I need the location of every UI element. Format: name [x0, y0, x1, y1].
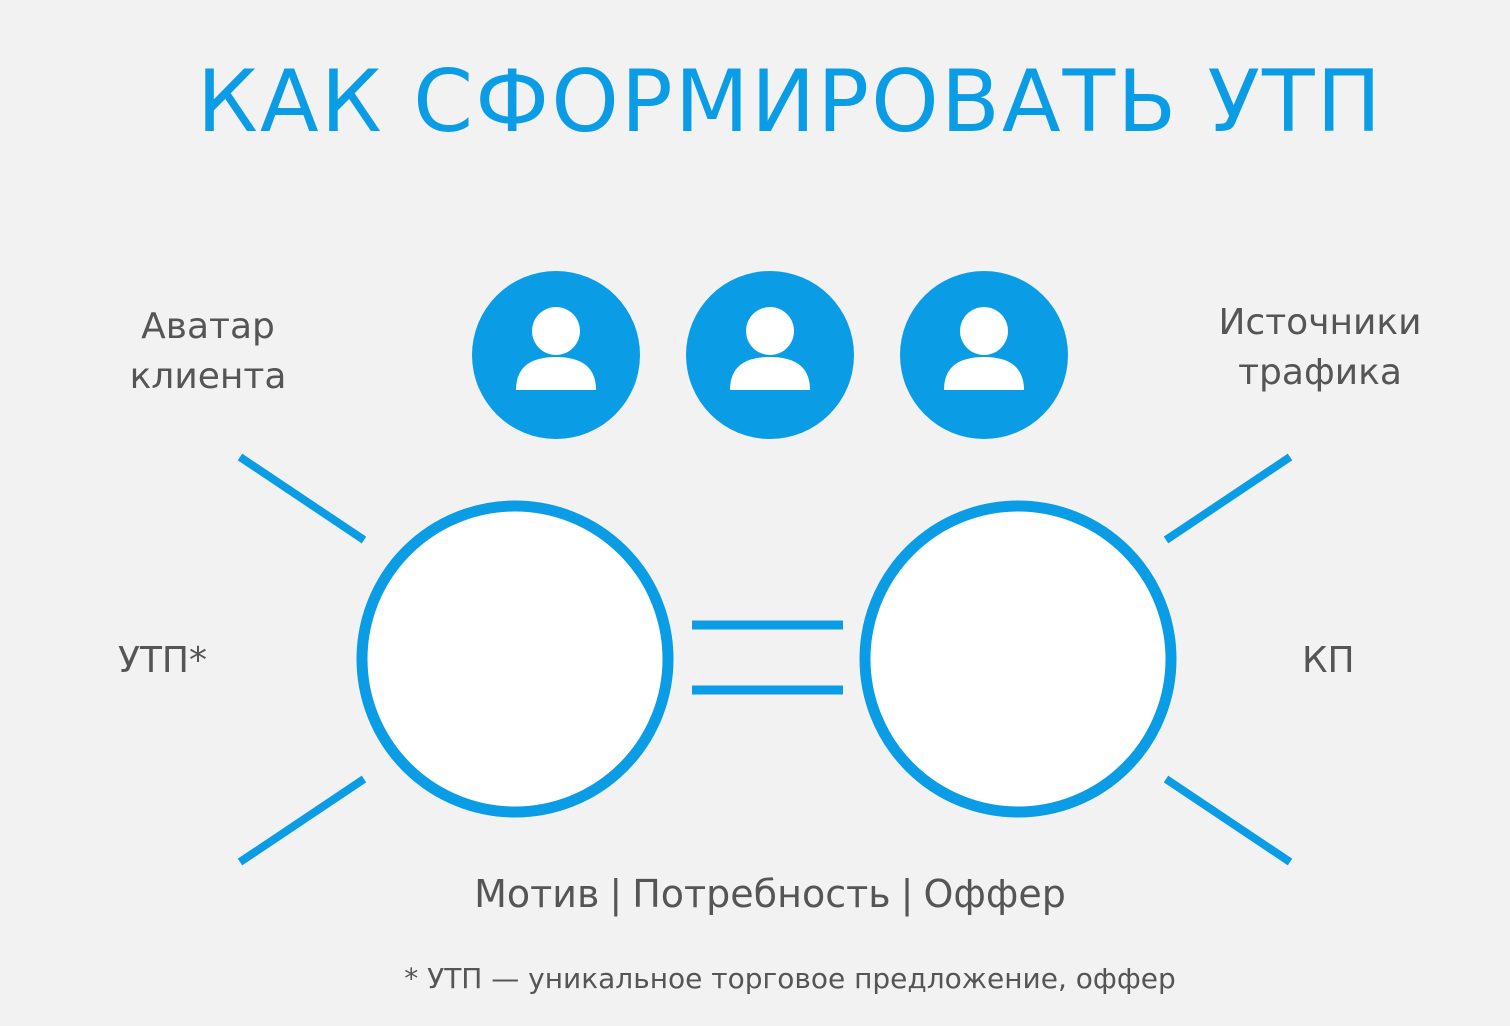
connector-line-bottom-left: [237, 775, 367, 866]
connector-line-top-left: [237, 453, 367, 544]
label-utp: УТП*: [118, 640, 207, 681]
kp-circle: [859, 500, 1177, 818]
offer-text: Оффер: [923, 872, 1066, 916]
connector-line-bottom-right: [1163, 775, 1293, 866]
separator: |: [609, 872, 623, 916]
label-kp: КП: [1302, 640, 1355, 681]
separator: |: [900, 872, 914, 916]
motive-text: Мотив: [474, 872, 600, 916]
utp-circle: [356, 500, 674, 818]
user-icon: [686, 271, 854, 439]
label-traffic-sources-line2: трафика: [1238, 352, 1402, 393]
user-icon: [472, 271, 640, 439]
slide-title: КАК СФОРМИРОВАТЬ УТП: [196, 52, 1384, 152]
need-text: Потребность: [632, 872, 891, 916]
label-traffic-sources-line1: Источники: [1218, 302, 1422, 343]
label-client-avatar-line2: клиента: [129, 356, 287, 397]
label-client-avatar-line1: Аватар: [141, 306, 275, 347]
bottom-row: Мотив|Потребность|Оффер: [0, 872, 1510, 916]
connector-line-top-right: [1163, 453, 1293, 544]
label-traffic-sources: Источники трафика: [1195, 298, 1445, 398]
user-icon: [900, 271, 1068, 439]
label-client-avatar: Аватар клиента: [108, 302, 308, 402]
footnote: * УТП — уникальное торговое предложение,…: [404, 962, 1176, 995]
